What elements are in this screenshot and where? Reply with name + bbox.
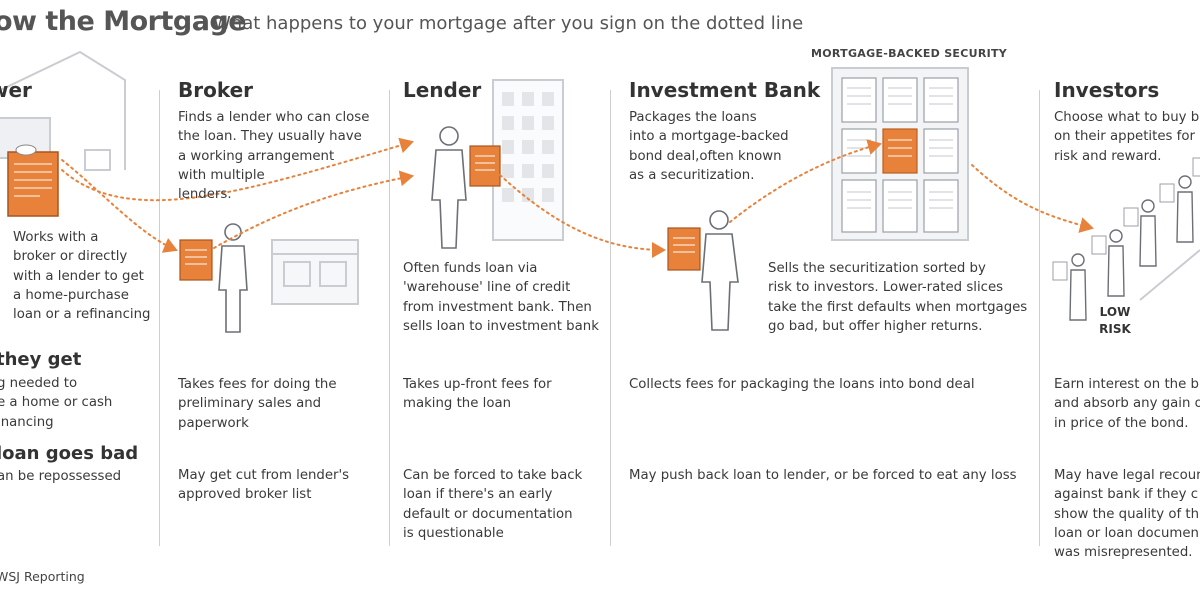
text-line: Finds a lender who can close — [178, 110, 370, 125]
column-divider — [610, 90, 611, 546]
text-line: from investment bank. Then — [403, 299, 592, 315]
text-line: g needed to — [0, 376, 78, 391]
text-line: loan or loan documen — [1054, 525, 1199, 541]
borrower-description: Works with a broker or directly with a l… — [13, 228, 150, 324]
investment-bank-description: Packages the loans into a mortgage-backe… — [629, 108, 789, 185]
source-note: WSJ Reporting — [0, 569, 85, 584]
text-line: broker or directly — [13, 249, 128, 265]
broker-figure-icon — [218, 223, 248, 333]
mortgage-document-icon — [7, 144, 59, 217]
text-line: Often funds loan via — [403, 261, 538, 276]
text-line: Can be forced to take back — [403, 468, 583, 483]
column-divider — [1039, 90, 1040, 546]
page-subtitle: What happens to your mortgage after you … — [213, 13, 804, 34]
text-line: Choose what to buy b — [1054, 110, 1200, 125]
office-building-icon — [492, 79, 564, 241]
document-icon — [469, 145, 501, 187]
text-line: as a securitization. — [629, 167, 755, 183]
investment-bank-bad: May push back loan to lender, or be forc… — [629, 466, 1017, 485]
text-line: in price of the bond. — [1054, 415, 1189, 431]
low-risk-line: LOW — [1099, 305, 1131, 319]
text-line: an be repossessed — [0, 469, 122, 484]
text-line: with a lender to get — [13, 268, 144, 284]
investment-bank-gets: Collects fees for packaging the loans in… — [629, 375, 975, 394]
flow-arrows — [61, 137, 1094, 258]
broker-description: Finds a lender who can close the loan. T… — [178, 108, 369, 204]
text-line: lenders. — [178, 187, 232, 203]
investor-figures-icon — [1069, 175, 1194, 321]
text-line: 'warehouse' line of credit — [403, 280, 571, 296]
text-line: inancing — [0, 414, 54, 430]
text-line: a working arrangement — [178, 148, 335, 164]
text-line: risk to investors. Lower-rated slices — [768, 280, 1004, 296]
borrower-bad: an be repossessed — [0, 467, 121, 486]
text-line: paperwork — [178, 415, 249, 431]
text-line: default or documentation — [403, 506, 573, 522]
security-grid-icon — [831, 67, 969, 241]
low-risk-label: LOW RISK — [1093, 304, 1137, 338]
text-line: against bank if they c — [1054, 487, 1198, 503]
row-heading-gets: they get — [0, 349, 82, 370]
text-line: take the first defaults when mortgages — [768, 299, 1028, 315]
text-line: and absorb any gain o — [1054, 396, 1200, 412]
text-line: with multiple — [178, 167, 265, 183]
text-line: May get cut from lender's — [178, 468, 350, 483]
text-line: preliminary sales and — [178, 396, 322, 412]
text-line: risk and reward. — [1054, 148, 1162, 164]
low-risk-line: RISK — [1099, 322, 1131, 336]
text-line: a home-purchase — [13, 287, 129, 303]
text-line: Earn interest on the b — [1054, 377, 1199, 392]
text-line: loan or a refinancing — [13, 307, 151, 323]
storefront-icon — [271, 239, 359, 305]
lender-gets: Takes up-front fees for making the loan — [403, 375, 552, 414]
column-divider — [159, 90, 160, 546]
row-heading-bad: loan goes bad — [0, 443, 139, 464]
column-heading-investors: Investors — [1054, 78, 1160, 102]
investment-bank-description-2: Sells the securitization sorted by risk … — [768, 259, 1027, 336]
text-line: Takes fees for doing the — [178, 377, 337, 392]
text-line: sells loan to investment bank — [403, 318, 599, 334]
text-line: Takes up-front fees for — [403, 377, 552, 392]
text-line: approved broker list — [178, 487, 312, 503]
text-line: was misrepresented. — [1054, 545, 1193, 561]
column-heading-investment-bank: Investment Bank — [629, 78, 821, 102]
text-line: the loan. They usually have — [178, 129, 362, 145]
column-heading-broker: Broker — [178, 78, 254, 102]
text-line: May push back loan to lender, or be forc… — [629, 468, 1017, 483]
text-line: go bad, but offer higher returns. — [768, 318, 983, 334]
lender-figure-icon — [431, 126, 467, 249]
text-line: into a mortgage-backed — [629, 129, 789, 145]
investors-bad: May have legal recour against bank if th… — [1054, 466, 1200, 562]
text-line: Works with a — [13, 230, 99, 245]
column-heading-borrower: wer — [0, 78, 32, 102]
column-divider — [389, 90, 390, 546]
broker-gets: Takes fees for doing the preliminary sal… — [178, 375, 337, 433]
lender-bad: Can be forced to take back loan if there… — [403, 466, 582, 543]
text-line: Sells the securitization sorted by — [768, 261, 986, 276]
lender-description: Often funds loan via 'warehouse' line of… — [403, 259, 599, 336]
document-icon — [179, 239, 213, 281]
banker-figure-icon — [701, 210, 739, 331]
column-heading-lender: Lender — [403, 78, 482, 102]
text-line: on their appetites for — [1054, 129, 1195, 145]
mini-building-icon — [1052, 157, 1200, 281]
text-line: loan if there's an early — [403, 487, 553, 503]
text-line: bond deal,often known — [629, 148, 782, 164]
text-line: May have legal recour — [1054, 468, 1200, 483]
document-icon — [667, 227, 701, 271]
borrower-gets: g needed to e a home or cash inancing — [0, 374, 112, 432]
text-line: e a home or cash — [0, 395, 113, 411]
mbs-label: MORTGAGE-BACKED SECURITY — [811, 47, 1008, 60]
investors-description: Choose what to buy b on their appetites … — [1054, 108, 1199, 166]
text-line: show the quality of th — [1054, 506, 1200, 522]
text-line: Collects fees for packaging the loans in… — [629, 377, 975, 392]
investors-gets: Earn interest on the b and absorb any ga… — [1054, 375, 1200, 433]
risk-ramp-icon — [1139, 249, 1200, 301]
text-line: making the loan — [403, 396, 512, 412]
text-line: is questionable — [403, 525, 504, 541]
page-title: ow the Mortgage — [0, 6, 247, 37]
broker-bad: May get cut from lender's approved broke… — [178, 466, 349, 505]
text-line: Packages the loans — [629, 110, 757, 125]
